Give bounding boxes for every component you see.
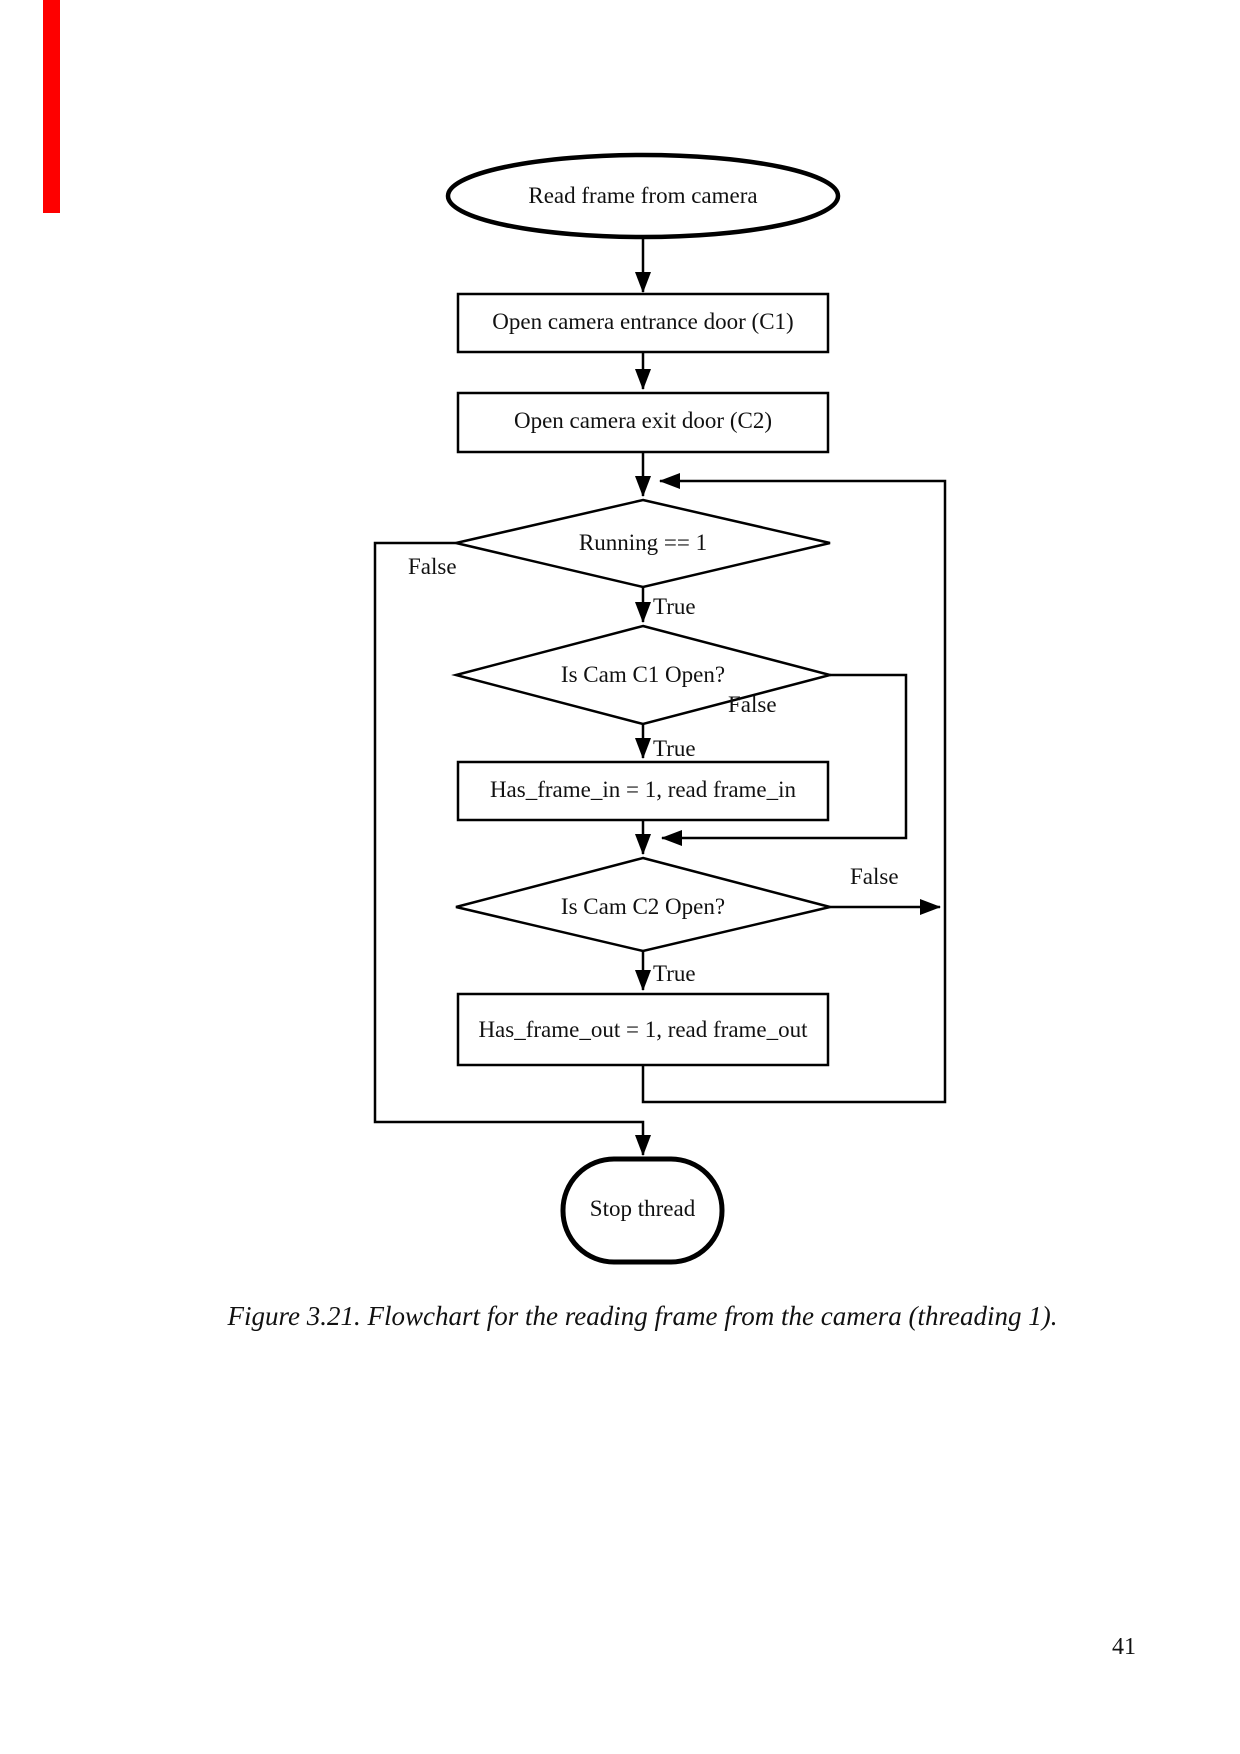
stop-terminator-label: Stop thread xyxy=(589,1196,696,1221)
edge-label-running-false: False xyxy=(408,554,457,579)
process-open-entrance-shape xyxy=(456,292,830,354)
process-read-out-label: Has_frame_out = 1, read frame_out xyxy=(478,1017,808,1042)
start-terminator-shape xyxy=(445,152,841,240)
process-open-exit-shape xyxy=(456,391,830,454)
edge-label-c1-false: False xyxy=(728,692,777,717)
decision-running-label: Running == 1 xyxy=(578,530,708,555)
process-open-entrance-label: Open camera entrance door (C1) xyxy=(492,309,794,334)
start-terminator-label: Read frame from camera xyxy=(528,183,758,208)
decision-cam-c1-shape xyxy=(451,624,835,726)
decision-running-shape xyxy=(455,498,831,589)
edge-label-c1-true: True xyxy=(653,736,696,761)
edge-label-running-true: True xyxy=(653,594,696,619)
process-read-in-shape xyxy=(456,760,830,822)
process-read-in-label: Has_frame_in = 1, read frame_in xyxy=(489,777,797,802)
edge-label-c2-true: True xyxy=(653,961,696,986)
decision-cam-c1-label: Is Cam C1 Open? xyxy=(560,662,726,687)
edge-label-c2-false: False xyxy=(850,864,899,889)
page-number: 41 xyxy=(1112,1634,1136,1660)
decision-cam-c2-label: Is Cam C2 Open? xyxy=(560,894,726,919)
process-read-out-shape xyxy=(456,992,830,1067)
edge-running-false xyxy=(373,541,651,1156)
figure-caption: Figure 3.21. Flowchart for the reading f… xyxy=(227,1301,1058,1331)
process-open-exit-label: Open camera exit door (C2) xyxy=(513,408,772,433)
red-edge-mark xyxy=(43,0,60,213)
stop-terminator-shape xyxy=(560,1156,725,1265)
edge-loop-back xyxy=(641,473,947,1104)
edge-c1-false-bypass xyxy=(661,673,908,846)
decision-cam-c2-shape xyxy=(455,856,831,953)
